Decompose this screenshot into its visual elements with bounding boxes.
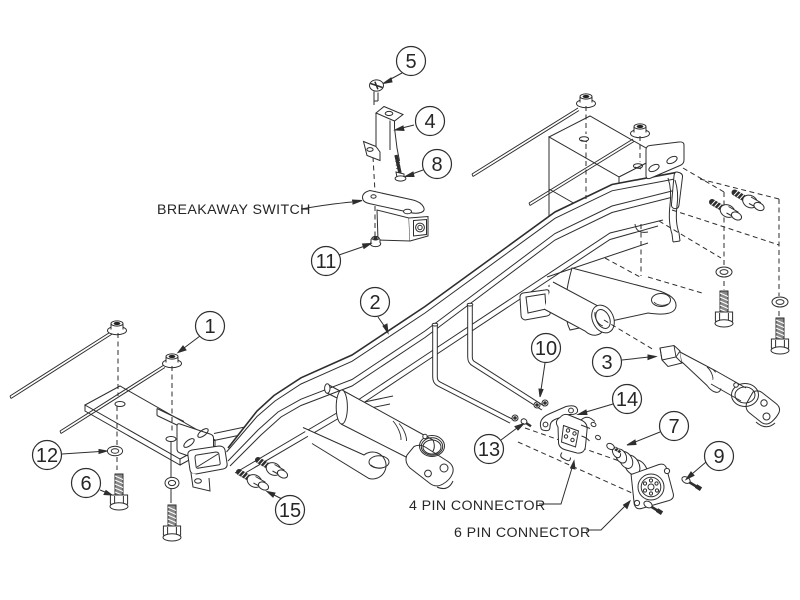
svg-text:5: 5 [405, 51, 416, 73]
svg-text:BREAKAWAY SWITCH: BREAKAWAY SWITCH [157, 202, 311, 218]
svg-text:12: 12 [36, 445, 58, 467]
svg-text:4: 4 [424, 111, 435, 133]
svg-text:9: 9 [713, 446, 724, 468]
svg-text:2: 2 [369, 292, 380, 314]
svg-text:1: 1 [204, 316, 215, 338]
svg-text:7: 7 [668, 416, 679, 438]
svg-text:13: 13 [478, 439, 500, 461]
svg-text:10: 10 [535, 338, 557, 360]
svg-text:8: 8 [431, 154, 442, 176]
svg-text:3: 3 [601, 352, 612, 374]
svg-text:14: 14 [616, 389, 638, 411]
svg-text:6 PIN CONNECTOR: 6 PIN CONNECTOR [454, 525, 591, 541]
svg-text:11: 11 [316, 251, 337, 273]
svg-text:6: 6 [80, 473, 91, 495]
svg-text:4 PIN CONNECTOR: 4 PIN CONNECTOR [409, 498, 546, 514]
svg-text:15: 15 [279, 500, 301, 522]
